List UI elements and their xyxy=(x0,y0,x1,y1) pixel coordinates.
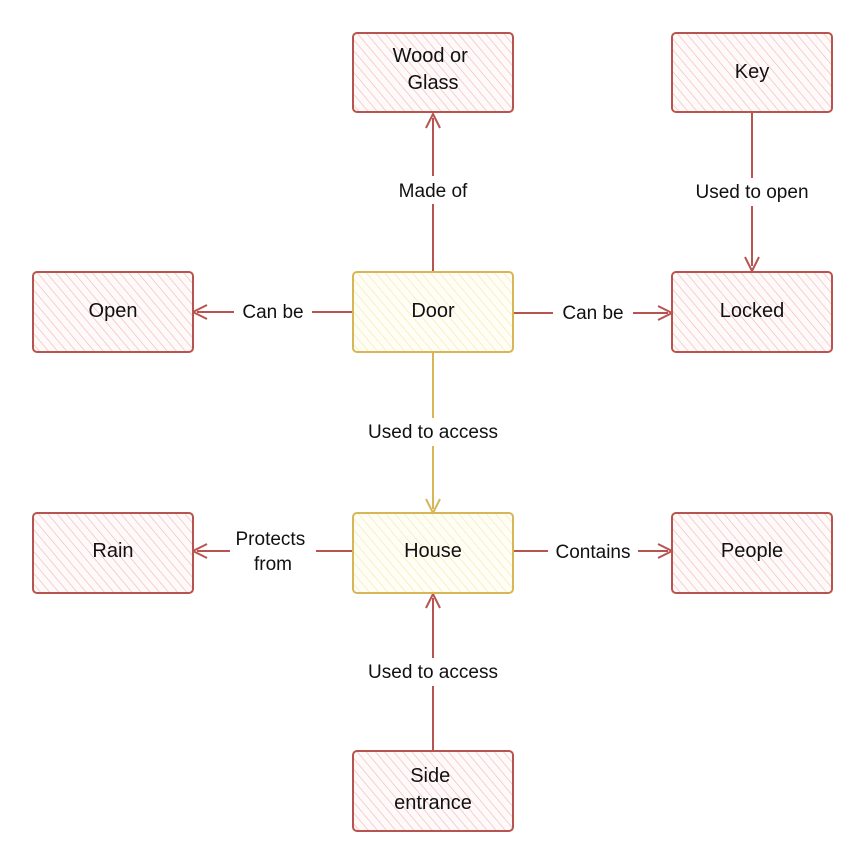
node-box xyxy=(32,512,194,594)
node-box xyxy=(671,271,833,353)
node-box xyxy=(352,32,514,113)
node-label: Wood or Glass xyxy=(393,45,474,94)
edge-contains[interactable]: Contains xyxy=(513,538,675,566)
edge-label-can-be: Can be xyxy=(562,303,623,324)
edge-protects-from[interactable]: Protects from xyxy=(190,527,353,577)
node-box xyxy=(352,750,514,832)
node-label: Rain xyxy=(92,540,133,562)
node-box xyxy=(32,271,194,353)
node-rain[interactable]: Rain xyxy=(32,512,194,594)
node-label: Key xyxy=(735,61,769,83)
edge-side-used-to-access[interactable]: Used to access xyxy=(353,591,513,750)
node-key[interactable]: Key xyxy=(671,32,833,113)
node-box xyxy=(352,512,514,594)
edge-label-used-to-open: Used to open xyxy=(695,182,808,203)
arrowhead-icon xyxy=(425,111,441,129)
edge-can-be-locked[interactable]: Can be xyxy=(513,299,675,327)
node-people[interactable]: People xyxy=(671,512,833,594)
node-label: Open xyxy=(89,300,138,322)
node-label: Door xyxy=(411,300,455,322)
node-locked[interactable]: Locked xyxy=(671,271,833,353)
edge-label-used-to-access: Used to access xyxy=(368,422,498,443)
node-box xyxy=(671,512,833,594)
node-label: People xyxy=(721,540,783,562)
node-label: House xyxy=(404,540,462,562)
edge-made-of[interactable]: Made of xyxy=(388,111,478,271)
edge-label-can-be: Can be xyxy=(242,302,303,323)
edge-door-used-to-access[interactable]: Used to access xyxy=(353,353,513,516)
node-label: Locked xyxy=(720,300,785,322)
node-wood-or-glass[interactable]: Wood or Glass xyxy=(352,32,514,113)
edge-label-protects-from: Protects from xyxy=(236,529,311,575)
node-open[interactable]: Open xyxy=(32,271,194,353)
edge-label-used-to-access: Used to access xyxy=(368,662,498,683)
node-door[interactable]: Door xyxy=(352,271,514,353)
node-house[interactable]: House xyxy=(352,512,514,594)
node-box xyxy=(671,32,833,113)
edge-label-contains: Contains xyxy=(556,542,631,563)
edge-can-be-open[interactable]: Can be xyxy=(190,298,353,326)
edge-label-made-of: Made of xyxy=(399,181,468,202)
node-box xyxy=(352,271,514,353)
node-label: Side entrance xyxy=(394,765,472,814)
edge-used-to-open[interactable]: Used to open xyxy=(684,113,822,274)
node-side-entrance[interactable]: Side entrance xyxy=(352,750,514,832)
